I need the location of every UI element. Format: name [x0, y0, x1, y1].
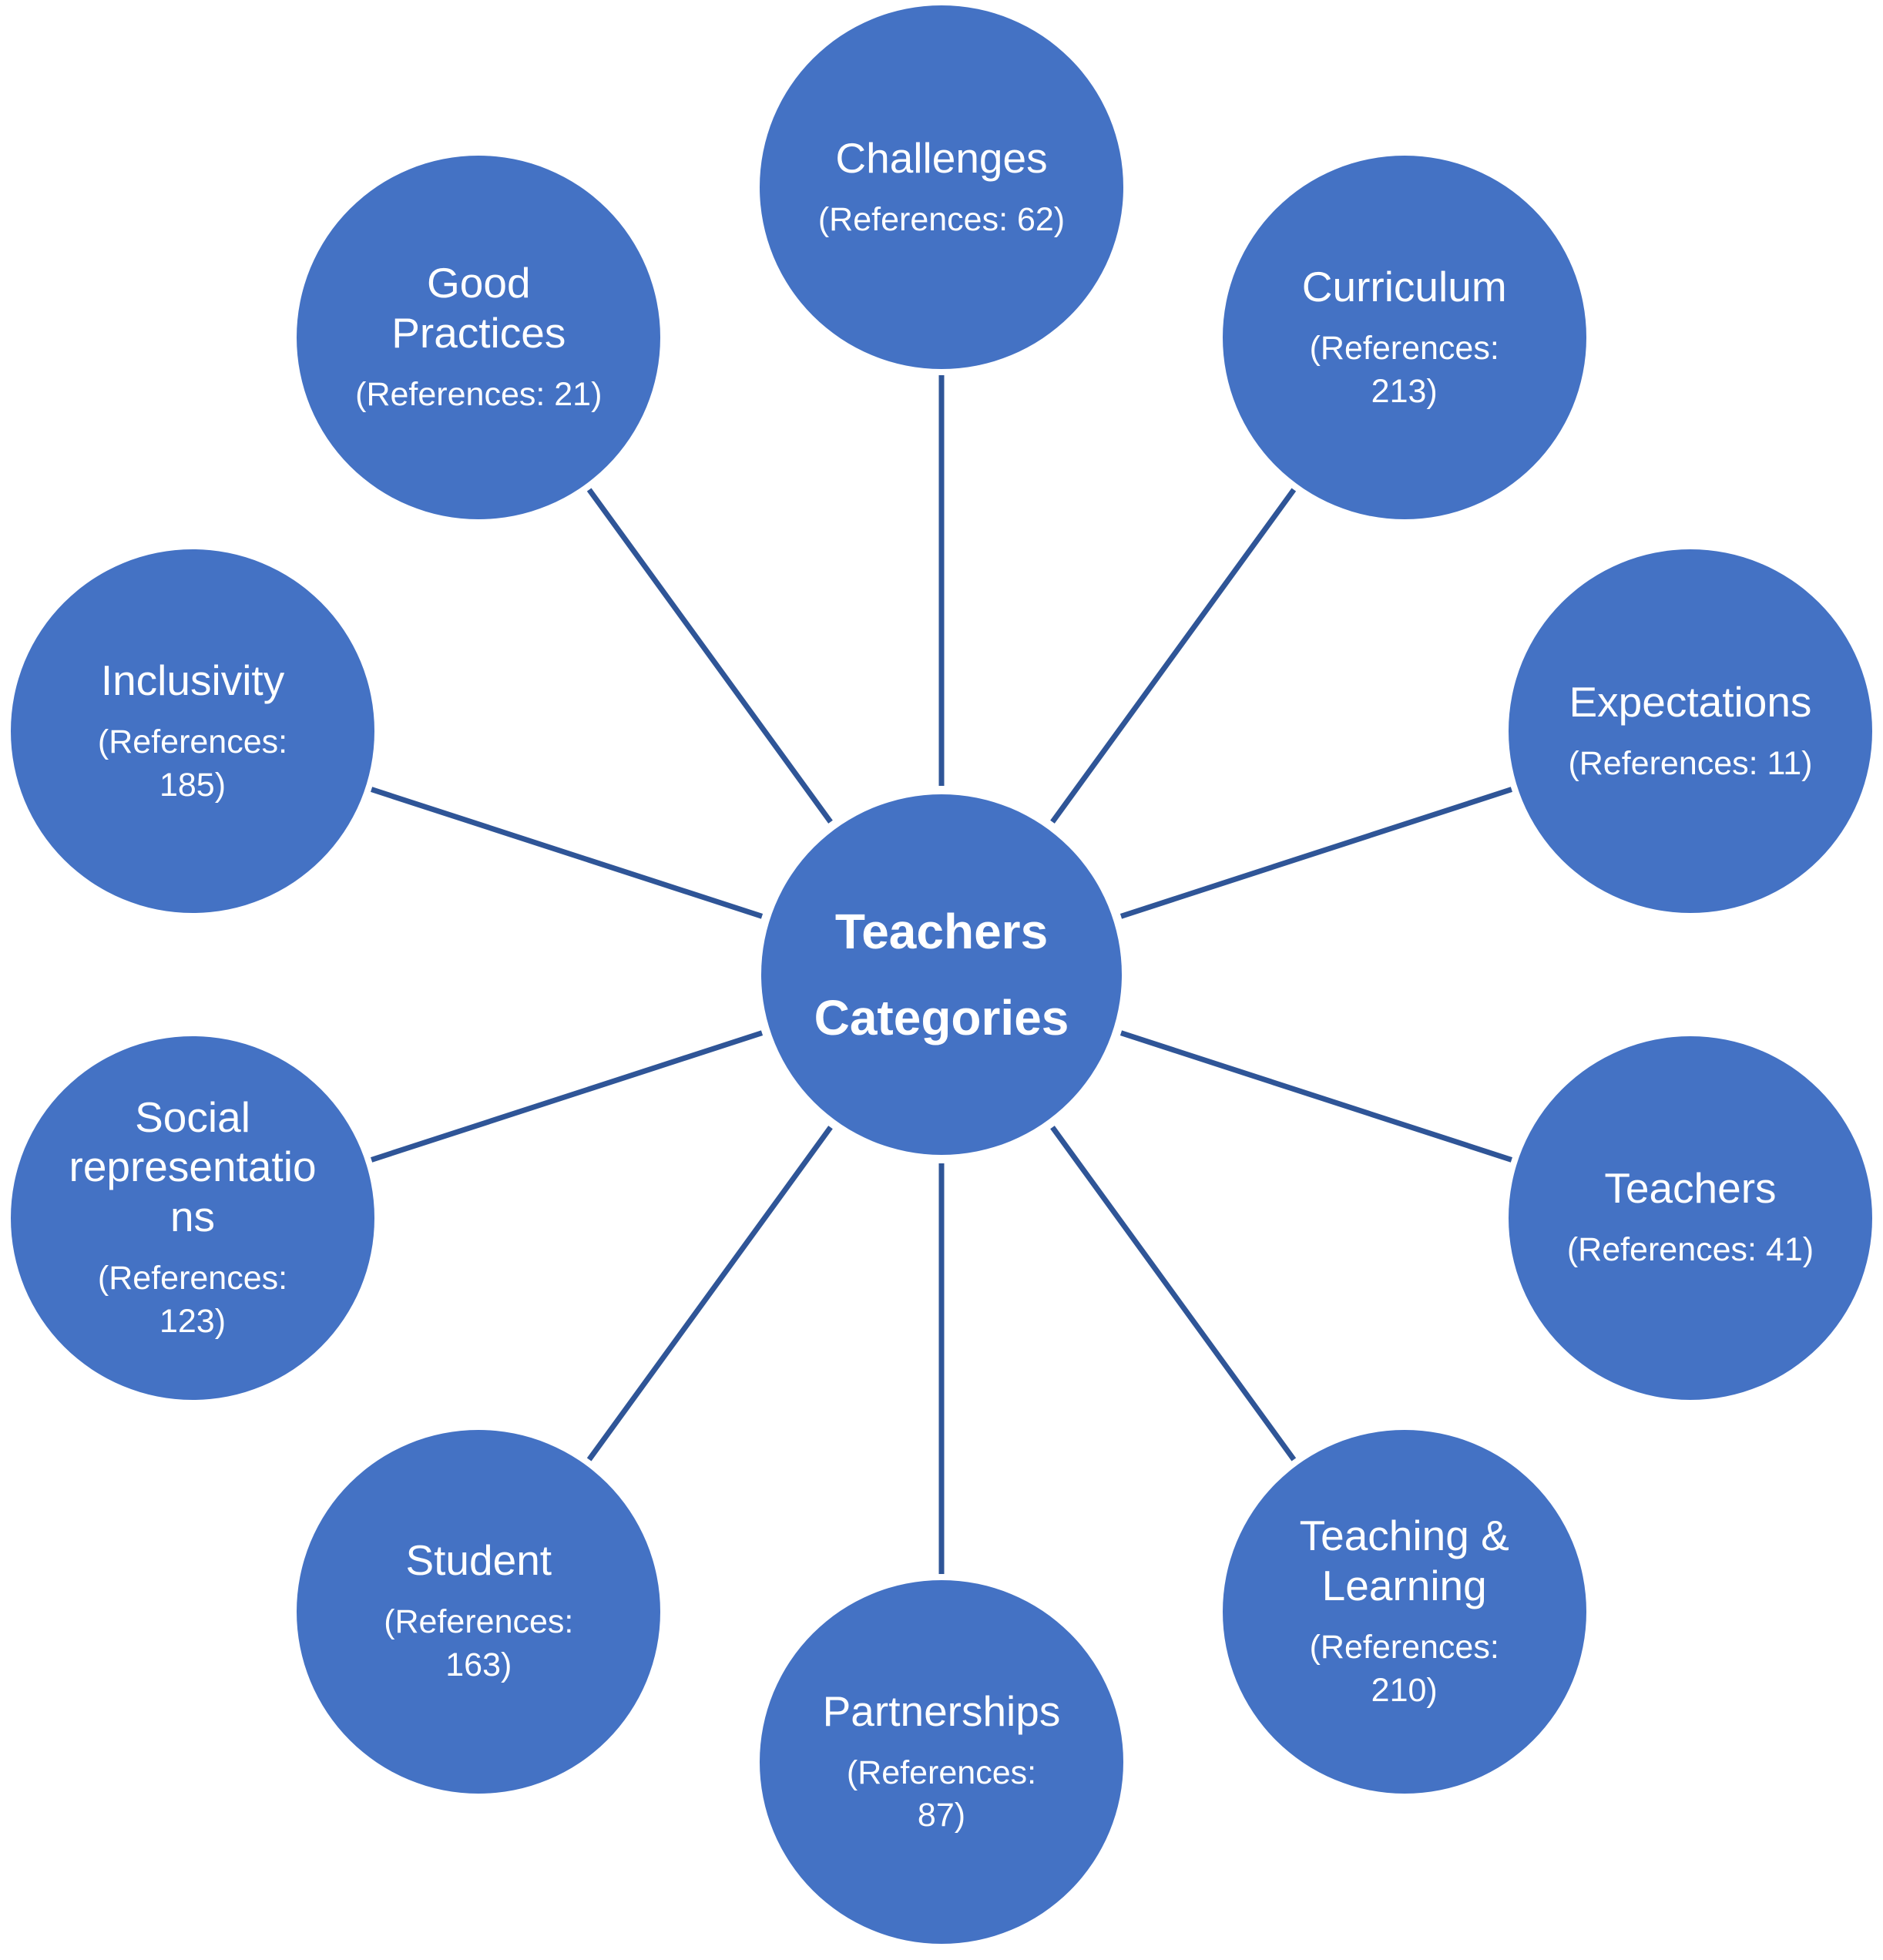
node-label: Teachers: [1604, 1164, 1777, 1213]
node-expectations: Expectations (References: 11): [1508, 549, 1872, 914]
node-good-practices: Good Practices (References: 21): [297, 156, 661, 520]
node-label: Curriculum: [1301, 262, 1507, 310]
connector-social-representations: [371, 1030, 764, 1163]
node-inclusivity: Inclusivity (References: 185): [11, 549, 375, 914]
node-label: Inclusivity: [100, 656, 285, 704]
node-teachers: Teachers (References: 41): [1508, 1035, 1872, 1400]
connector-student: [586, 1126, 833, 1462]
node-references: (References: 87): [846, 1754, 1037, 1834]
node-partnerships: Partnerships (References: 87): [760, 1580, 1123, 1944]
node-student: Student (References: 163): [297, 1429, 661, 1794]
node-social-representations: Social representatio ns (References: 123): [11, 1035, 375, 1400]
node-label: Good Practices: [391, 259, 566, 357]
connector-curriculum: [1050, 488, 1297, 824]
node-teaching-learning: Teaching & Learning (References: 210): [1222, 1429, 1586, 1794]
node-label: Teaching & Learning: [1299, 1512, 1509, 1609]
node-references: (References: 62): [817, 200, 1066, 238]
connector-teachers: [1119, 1030, 1512, 1163]
node-label: Partnerships: [822, 1686, 1061, 1735]
connector-inclusivity: [371, 787, 764, 919]
node-curriculum: Curriculum (References: 213): [1222, 156, 1586, 520]
node-references: (References: 163): [384, 1603, 574, 1684]
node-references: (References: 41): [1566, 1231, 1814, 1269]
connector-teaching-learning: [1050, 1126, 1297, 1462]
node-label: Student: [405, 1536, 552, 1585]
node-label: Challenges: [835, 133, 1048, 182]
node-references: (References: 185): [97, 723, 288, 804]
node-references: (References: 123): [97, 1260, 288, 1341]
connector-expectations: [1119, 787, 1512, 919]
node-label: Social representatio ns: [69, 1092, 317, 1241]
node-references: (References: 213): [1309, 329, 1499, 410]
connector-good-practices: [586, 488, 833, 824]
node-challenges: Challenges (References: 62): [760, 5, 1123, 369]
node-label: Expectations: [1569, 677, 1812, 726]
node-references: (References: 210): [1309, 1628, 1499, 1709]
center-node-teachers-categories: Teachers Categories: [761, 794, 1122, 1155]
center-label: Teachers Categories: [814, 904, 1069, 1045]
node-references: (References: 21): [355, 376, 602, 414]
node-references: (References: 11): [1568, 744, 1813, 782]
